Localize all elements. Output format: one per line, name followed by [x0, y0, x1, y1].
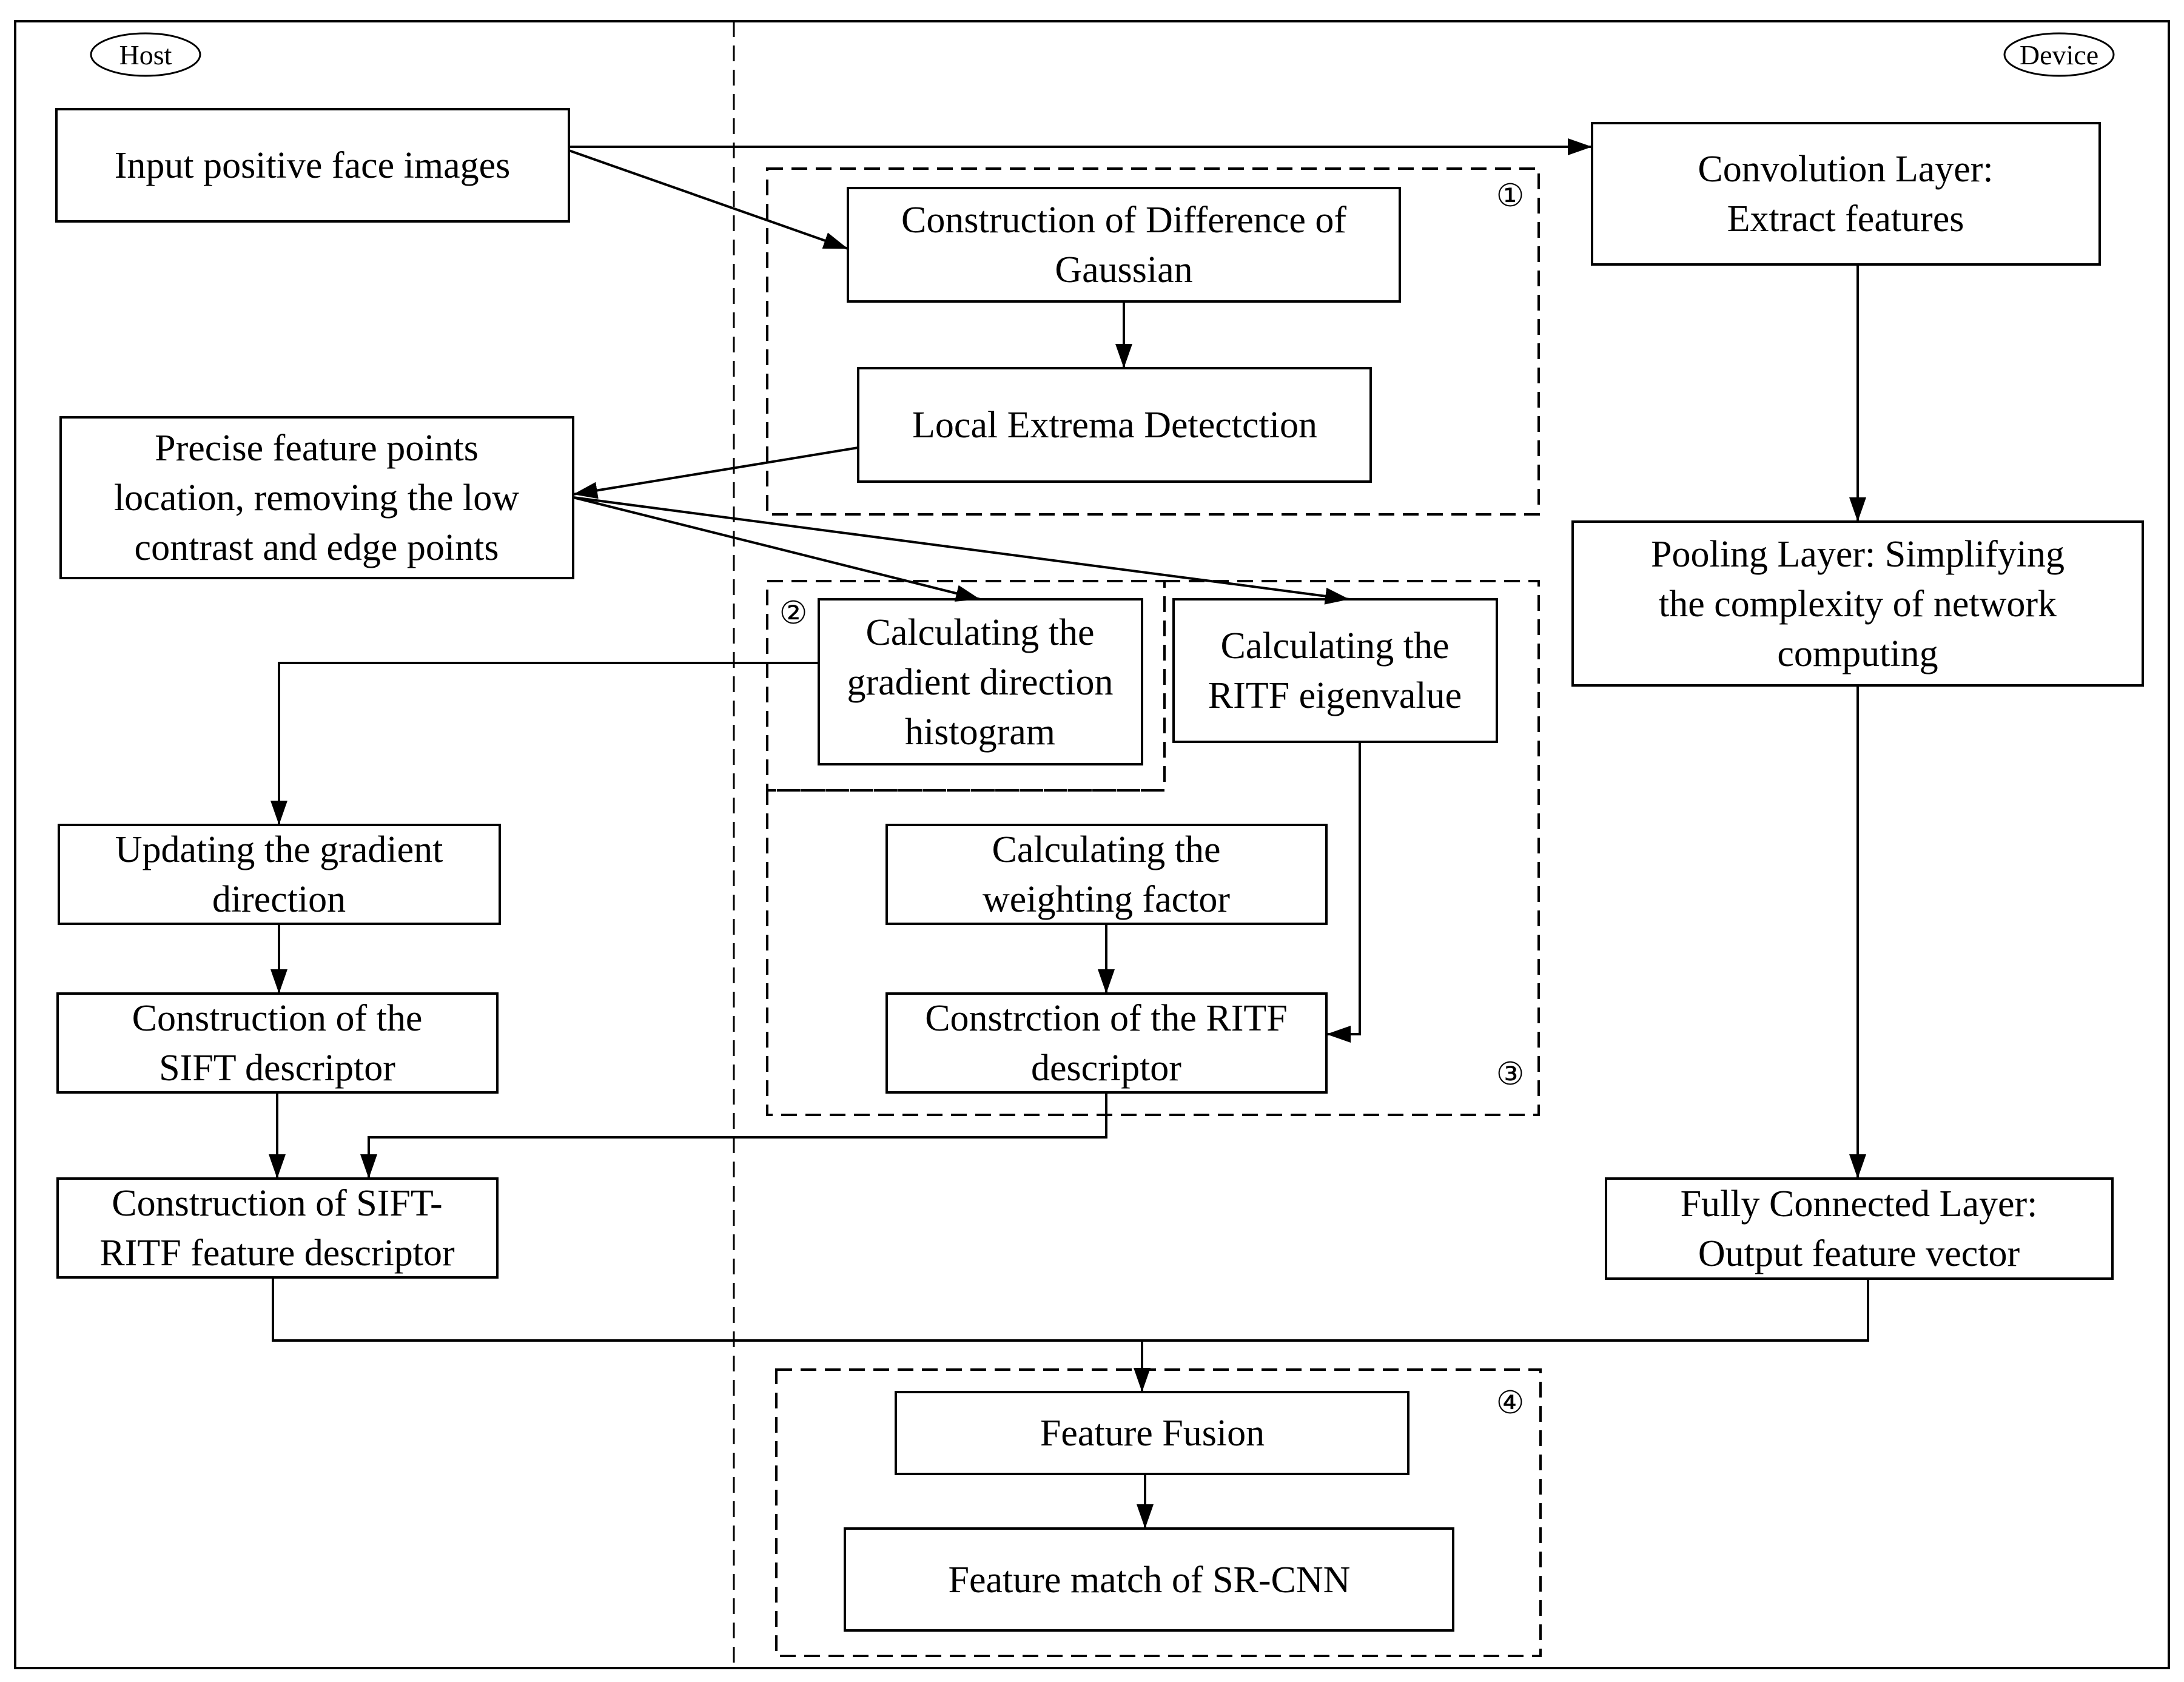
node-text-line: Constrction of the RITF [925, 998, 1288, 1039]
node-precise-label: Precise feature points location, removing… [114, 428, 519, 568]
host-lane-label: Host [90, 32, 201, 77]
node-text-line: Local Extrema Detectction [912, 405, 1317, 446]
line-sift-ritf-to-merge [272, 1277, 1142, 1342]
node-text-line: Convolution Layer: [1698, 149, 1993, 190]
device-lane-text: Device [2020, 39, 2098, 70]
node-text-line: Input positive face images [115, 145, 511, 186]
group-2-marker: ② [779, 596, 808, 631]
node-text-line: Output feature vector [1698, 1233, 2020, 1274]
node-match-label: Feature match of SR-CNN [949, 1559, 1351, 1601]
node-text-line: gradient direction [847, 662, 1114, 703]
node-text-line: Construction of the [132, 998, 423, 1039]
node-match-box [844, 1527, 1454, 1632]
outer-frame [14, 20, 2170, 1669]
node-text-line: Feature match of SR-CNN [949, 1559, 1351, 1601]
arrow-gradient-hist-to-update-grad [270, 662, 819, 825]
node-text-line: histogram [905, 711, 1055, 753]
node-conv-label: Convolution Layer: Extract features [1698, 149, 1993, 240]
host-lane-ellipse [90, 32, 201, 77]
node-text-line: Gaussian [1055, 249, 1192, 291]
group-3-region [766, 580, 1540, 1116]
node-conv-box [1591, 122, 2101, 266]
node-fusion-box [895, 1391, 1410, 1475]
arrow-ritf-eigen-to-ritf-desc [1326, 742, 1361, 1043]
node-dog-label: Construction of Difference of Gaussian [901, 200, 1346, 291]
node-ritf-eigen-box [1172, 598, 1498, 743]
node-text-line: contrast and edge points [135, 527, 499, 568]
node-text-line: Fully Connected Layer: [1681, 1183, 2038, 1225]
node-text-line: RITF eigenvalue [1208, 675, 1462, 716]
node-sift-desc-box [56, 992, 499, 1094]
node-text-line: Extract features [1727, 198, 1964, 240]
node-gradient-hist-label: Calculating the gradient direction histogr… [847, 612, 1114, 753]
node-extrema-box [857, 367, 1372, 483]
node-text-line: direction [212, 879, 346, 920]
node-text-line: the complexity of network [1659, 584, 2057, 625]
arrow-precise-to-gradient-hist [573, 496, 981, 602]
node-text-line: Calculating the [992, 829, 1220, 870]
node-dog-box [847, 187, 1401, 303]
node-extrema-label: Local Extrema Detectction [912, 405, 1317, 446]
group-3-marker: ③ [1496, 1057, 1525, 1092]
group-2-region [766, 580, 1166, 792]
node-text-line: Construction of SIFT- [112, 1183, 442, 1224]
node-text-line: Updating the gradient [115, 829, 443, 870]
device-lane-ellipse [2003, 32, 2115, 77]
node-text-line: Feature Fusion [1040, 1413, 1265, 1454]
arrow-ritf-desc-to-sift-ritf [360, 1092, 1107, 1179]
node-precise-box [59, 416, 574, 579]
node-weighting-box [885, 824, 1328, 925]
node-update-grad-label: Updating the gradient direction [115, 829, 443, 920]
node-fc-box [1605, 1177, 2114, 1280]
node-input-box [55, 108, 570, 223]
host-lane-text: Host [119, 39, 172, 70]
node-text-line: location, removing the low [114, 477, 519, 519]
group-4-marker: ④ [1496, 1386, 1525, 1421]
node-fusion-label: Feature Fusion [1040, 1413, 1265, 1454]
node-gradient-hist-box [818, 598, 1143, 765]
node-text-line: Calculating the [1220, 625, 1449, 667]
node-text-line: descriptor [1031, 1048, 1181, 1089]
group-1-marker: ① [1496, 179, 1525, 214]
node-text-line: Pooling Layer: Simplifying [1651, 534, 2065, 575]
node-sift-ritf-label: Construction of SIFT- RITF feature descri… [99, 1183, 455, 1274]
node-sift-ritf-box [56, 1177, 499, 1279]
node-weighting-label: Calculating the weighting factor [983, 829, 1230, 920]
device-lane-label: Device [2003, 32, 2115, 77]
node-text-line: Calculating the [865, 612, 1094, 653]
group-4-region [775, 1368, 1542, 1657]
arrow-input-to-dog [568, 149, 848, 250]
node-text-line: SIFT descriptor [159, 1048, 395, 1089]
node-pool-label: Pooling Layer: Simplifying the complexity… [1651, 534, 2065, 674]
node-text-line: weighting factor [983, 879, 1230, 920]
arrow-precise-to-ritf-eigen [573, 496, 1350, 605]
node-ritf-desc-label: Constrction of the RITF descriptor [925, 998, 1288, 1089]
node-text-line: Construction of Difference of [901, 200, 1346, 241]
node-fc-label: Fully Connected Layer: Output feature vec… [1681, 1183, 2038, 1274]
node-text-line: RITF feature descriptor [99, 1233, 455, 1274]
node-input-label: Input positive face images [115, 145, 511, 186]
node-text-line: Precise feature points [155, 428, 479, 469]
line-fc-to-merge [1142, 1279, 1869, 1342]
node-pool-box [1571, 520, 2144, 687]
arrow-extrema-to-precise [573, 446, 859, 499]
node-text-line: computing [1777, 633, 1938, 674]
node-update-grad-box [58, 824, 501, 925]
